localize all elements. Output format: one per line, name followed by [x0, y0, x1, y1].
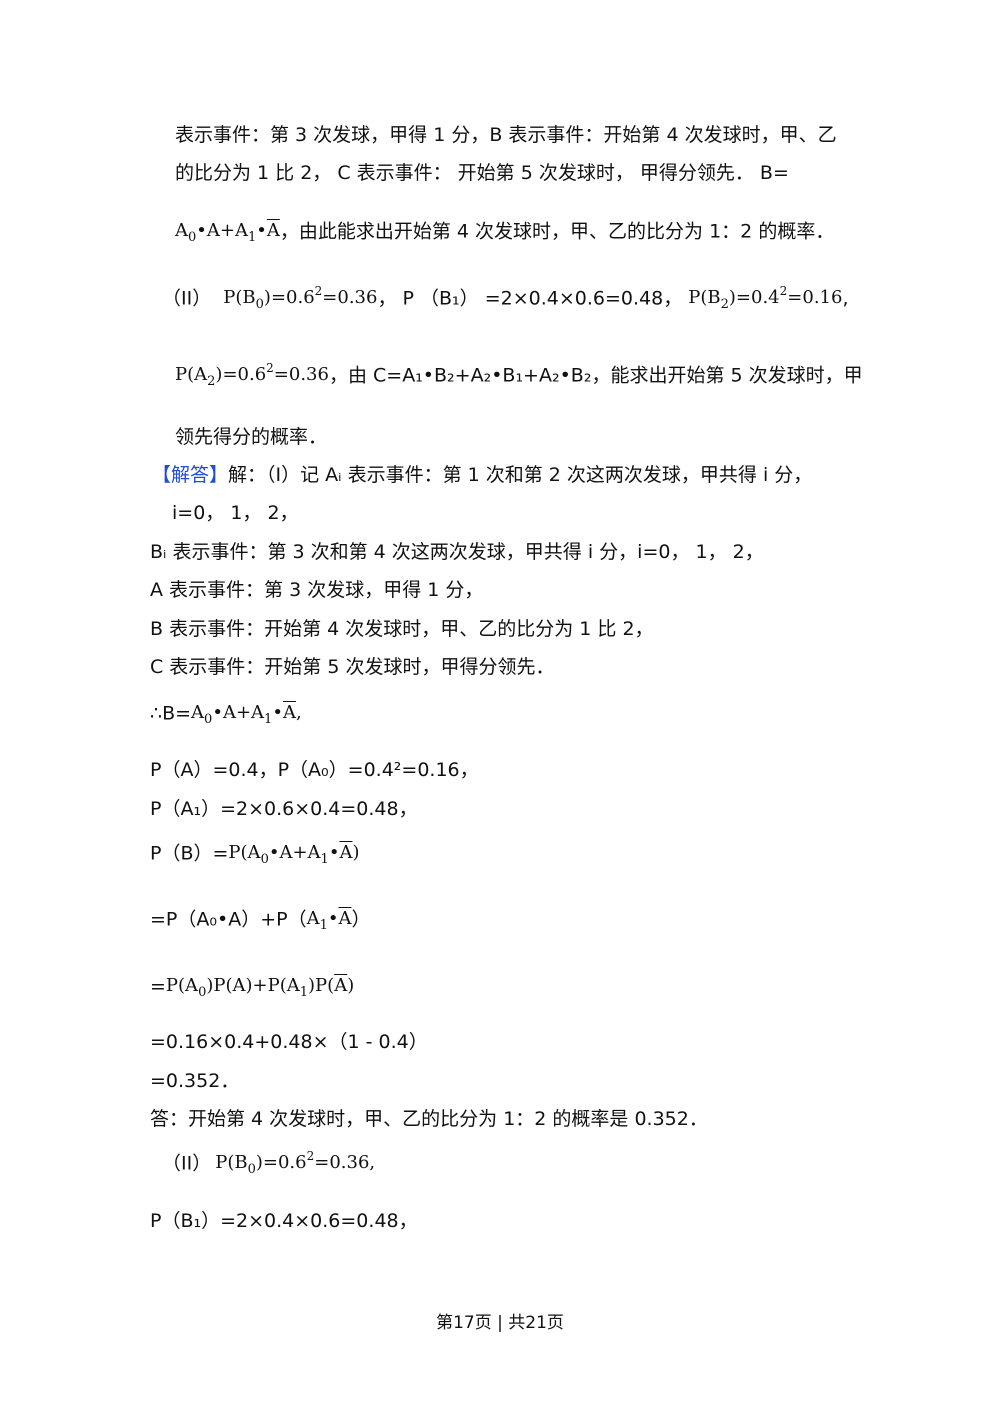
solution-line-15: 答：开始第 4 次发球时，甲、乙的比分为 1：2 的概率是 0.352．: [150, 1108, 708, 1130]
solution-line-8: P（A）=0.4，P（A₀）=0.4²=0.16，: [150, 759, 479, 781]
solution-line-2: i=0， 1， 2，: [172, 502, 299, 524]
formula-b-decomposition: A0•A+A1•A,: [191, 702, 302, 727]
solution-line-6: C 表示事件：开始第 5 次发球时，甲得分领先．: [150, 656, 555, 678]
formula-b-expression: A0•A+A1•A: [175, 220, 280, 245]
formula-pb0: P(B0)=0.62=0.36: [223, 284, 378, 312]
formula-pa2: P(A2)=0.62=0.36: [175, 361, 329, 389]
solution-line-7: ∴B=A0•A+A1•A,: [150, 702, 302, 727]
solution-line-13: =0.16×0.4+0.48×（1 - 0.4）: [150, 1031, 428, 1053]
formula-pb0-solution: P(B0)=0.62=0.36,: [215, 1149, 376, 1177]
solution-line-1: 【解答】解：（I）记 Aᵢ 表示事件：第 1 次和第 2 次这两次发球，甲共得 …: [152, 464, 813, 486]
answer-tag: 【解答】: [152, 464, 229, 486]
analysis-line-3: A0•A+A1•A，由此能求出开始第 4 次发球时，甲、乙的比分为 1：2 的概…: [175, 220, 835, 245]
solution-line-16: （II）P(B0)=0.62=0.36,: [162, 1149, 376, 1177]
formula-a1-abar: A1•A: [306, 908, 352, 933]
solution-line-12: =P(A0)P(A)+P(A1)P(A): [150, 975, 355, 1000]
analysis-line-2: 的比分为 1 比 2， C 表示事件： 开始第 5 次发球时， 甲得分领先． B…: [175, 162, 789, 184]
solution-line-10: P（B）=P(A0•A+A1•A): [150, 842, 360, 867]
formula-expanded-probability: P(A0)P(A)+P(A1)P(A): [165, 975, 355, 1000]
solution-line-14: =0.352．: [150, 1070, 240, 1092]
analysis-line-4: （II） P(B0)=0.62=0.36， P （B₁） =2×0.4×0.6=…: [162, 284, 849, 312]
formula-pb2: P(B2)=0.42=0.16: [688, 284, 843, 312]
page-footer: 第17页 | 共21页: [436, 1313, 564, 1333]
analysis-line-6: 领先得分的概率．: [175, 426, 328, 448]
solution-line-5: B 表示事件：开始第 4 次发球时，甲、乙的比分为 1 比 2，: [150, 618, 654, 640]
solution-line-9: P（A₁）=2×0.6×0.4=0.48，: [150, 798, 418, 820]
analysis-line-1: 表示事件：第 3 次发球，甲得 1 分，B 表示事件：开始第 4 次发球时，甲、…: [175, 124, 837, 146]
solution-line-11: =P（A₀•A）+P（A1•A）: [150, 908, 371, 933]
analysis-line-5: P(A2)=0.62=0.36，由 C=A₁•B₂+A₂•B₁+A₂•B₂，能求…: [175, 361, 863, 389]
solution-line-17: P（B₁）=2×0.4×0.6=0.48，: [150, 1210, 418, 1232]
solution-line-3: Bᵢ 表示事件：第 3 次和第 4 次这两次发球，甲共得 i 分，i=0， 1，…: [150, 541, 764, 563]
solution-line-4: A 表示事件：第 3 次发球，甲得 1 分，: [150, 579, 484, 601]
formula-pb: P(A0•A+A1•A): [228, 842, 360, 867]
